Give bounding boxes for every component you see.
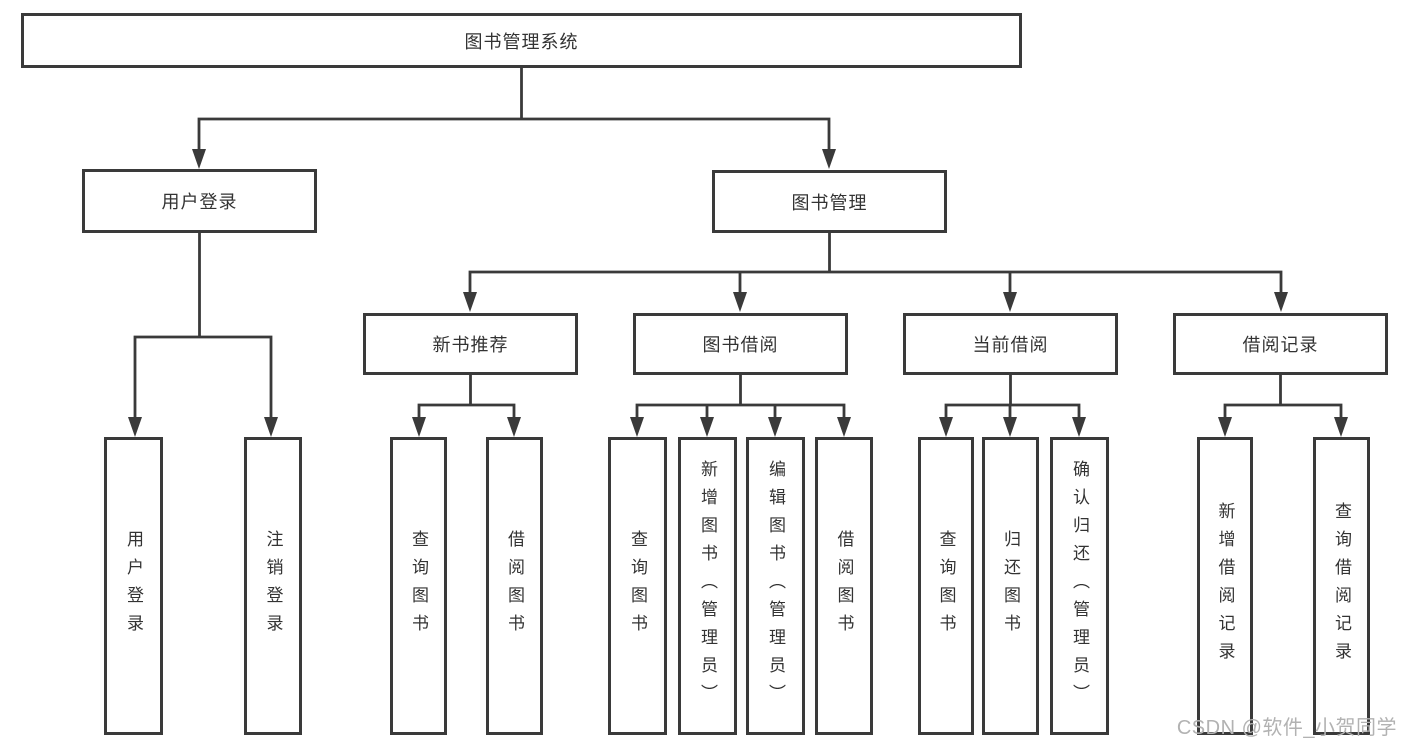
leaf-user-login: 用户登录 [104, 437, 163, 735]
arrow-down-icon [463, 292, 477, 312]
node-root: 图书管理系统 [21, 13, 1022, 68]
arrow-down-icon [700, 417, 714, 437]
leaf-borrowing-query-books: 查询图书 [608, 437, 667, 735]
connector-line [417, 403, 516, 420]
arrow-down-icon [733, 292, 747, 312]
connector-book-borrowing [635, 375, 846, 420]
arrow-down-icon [1218, 417, 1232, 437]
leaf-recommend-query-books: 查询图书 [390, 437, 447, 735]
connector-line [1223, 403, 1343, 420]
arrow-down-icon [1003, 292, 1017, 312]
arrow-down-icon [837, 417, 851, 437]
leaf-borrowing-add-books-admin: 新增图书（管理员） [678, 437, 737, 735]
arrow-down-icon [1072, 417, 1086, 437]
arrow-down-icon [1003, 417, 1017, 437]
arrow-down-icon [1334, 417, 1348, 437]
connector-line [635, 403, 846, 420]
node-borrowing-records: 借阅记录 [1173, 313, 1388, 375]
connector-current-borrowing [944, 375, 1081, 420]
leaf-current-query-books: 查询图书 [918, 437, 974, 735]
leaf-borrowing-edit-books-admin: 编辑图书（管理员） [746, 437, 805, 735]
node-book-borrowing: 图书借阅 [633, 313, 848, 375]
connector-line [468, 270, 1283, 295]
node-book-management-branch: 图书管理 [712, 170, 947, 233]
leaf-records-add-record: 新增借阅记录 [1197, 437, 1253, 735]
arrow-down-icon [768, 417, 782, 437]
leaf-current-return-books: 归还图书 [982, 437, 1039, 735]
arrow-down-icon [412, 417, 426, 437]
connector-line [738, 272, 1012, 295]
connector-user-login [133, 233, 273, 420]
arrow-down-icon [507, 417, 521, 437]
node-current-borrowing: 当前借阅 [903, 313, 1118, 375]
connector-line [197, 117, 831, 152]
connector-line [133, 335, 273, 420]
connector-new-book-recommend [417, 375, 516, 420]
connector-line [944, 403, 1081, 420]
connector-borrowing-records [1223, 375, 1343, 420]
node-user-login-branch: 用户登录 [82, 169, 317, 233]
arrow-down-icon [1274, 292, 1288, 312]
arrow-down-icon [192, 149, 206, 169]
leaf-current-confirm-return-admin: 确认归还（管理员） [1050, 437, 1109, 735]
arrow-down-icon [939, 417, 953, 437]
connector-root [197, 68, 831, 152]
leaf-recommend-borrow-books: 借阅图书 [486, 437, 543, 735]
arrow-down-icon [128, 417, 142, 437]
node-new-book-recommend: 新书推荐 [363, 313, 578, 375]
connector-book-management [468, 233, 1283, 295]
csdn-watermark: CSDN @软件_小贺同学 [1176, 717, 1397, 739]
leaf-borrowing-borrow-books: 借阅图书 [815, 437, 873, 735]
leaf-logout: 注销登录 [244, 437, 302, 735]
arrow-down-icon [264, 417, 278, 437]
arrow-down-icon [822, 149, 836, 169]
connector-line [705, 405, 777, 420]
leaf-records-query-record: 查询借阅记录 [1313, 437, 1370, 735]
arrow-down-icon [630, 417, 644, 437]
